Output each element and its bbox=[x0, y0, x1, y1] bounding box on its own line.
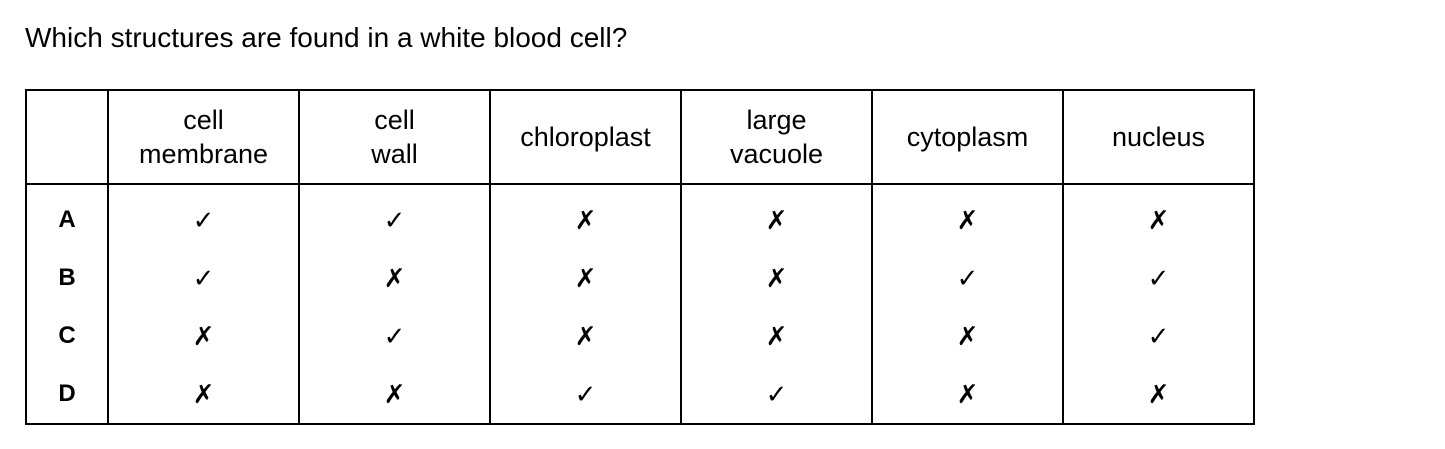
mark-glyph: ✗ bbox=[192, 380, 215, 410]
mark-glyph: ✓ bbox=[383, 322, 406, 352]
mark-glyph: ✗ bbox=[956, 380, 979, 410]
table-cell: ✓ bbox=[1062, 307, 1255, 365]
mark-glyph: ✗ bbox=[765, 206, 788, 236]
column-header-cytoplasm: cytoplasm bbox=[871, 89, 1064, 185]
mark-glyph: ✓ bbox=[1147, 322, 1170, 352]
table-cell: ✗ bbox=[107, 307, 300, 365]
mark-glyph: ✗ bbox=[574, 206, 597, 236]
option-row-b: B ✓ ✗ ✗ ✗ ✓ ✓ bbox=[25, 249, 1255, 307]
table-cell: ✗ bbox=[107, 365, 300, 425]
mark-glyph: ✓ bbox=[956, 264, 979, 294]
table-cell: ✓ bbox=[107, 249, 300, 307]
table-cell: ✓ bbox=[107, 184, 300, 249]
table-cell: ✗ bbox=[871, 184, 1064, 249]
mark-glyph: ✗ bbox=[1147, 206, 1170, 236]
table-cell: ✓ bbox=[680, 365, 873, 425]
mark-glyph: ✓ bbox=[765, 380, 788, 410]
table-cell: ✓ bbox=[489, 365, 682, 425]
column-header-cell-membrane: cell membrane bbox=[107, 89, 300, 185]
option-row-a: A ✓ ✓ ✗ ✗ ✗ ✗ bbox=[25, 184, 1255, 249]
column-header-nucleus: nucleus bbox=[1062, 89, 1255, 185]
mark-glyph: ✗ bbox=[765, 264, 788, 294]
mark-glyph: ✗ bbox=[383, 264, 406, 294]
answer-options-table: cell membrane cell wall chloroplast larg… bbox=[25, 89, 1255, 425]
question-text: Which structures are found in a white bl… bbox=[25, 22, 628, 53]
mark-glyph: ✓ bbox=[383, 206, 406, 236]
header-row: cell membrane cell wall chloroplast larg… bbox=[25, 89, 1255, 185]
column-header-large-vacuole: large vacuole bbox=[680, 89, 873, 185]
table-cell: ✗ bbox=[489, 307, 682, 365]
table-cell: ✗ bbox=[298, 365, 491, 425]
mark-glyph: ✓ bbox=[192, 206, 215, 236]
option-key: A bbox=[25, 184, 109, 249]
table-cell: ✗ bbox=[298, 249, 491, 307]
column-header-cell-wall: cell wall bbox=[298, 89, 491, 185]
table-cell: ✓ bbox=[1062, 249, 1255, 307]
mark-glyph: ✗ bbox=[1147, 380, 1170, 410]
mark-glyph: ✗ bbox=[574, 264, 597, 294]
table-cell: ✗ bbox=[1062, 365, 1255, 425]
table-cell: ✗ bbox=[489, 184, 682, 249]
table-cell: ✗ bbox=[489, 249, 682, 307]
mark-glyph: ✓ bbox=[574, 380, 597, 410]
mark-glyph: ✗ bbox=[956, 206, 979, 236]
mark-glyph: ✗ bbox=[956, 322, 979, 352]
table-cell: ✗ bbox=[871, 365, 1064, 425]
table-cell: ✗ bbox=[680, 307, 873, 365]
table-cell: ✗ bbox=[680, 184, 873, 249]
option-key: D bbox=[25, 365, 109, 425]
mark-glyph: ✗ bbox=[574, 322, 597, 352]
mark-glyph: ✗ bbox=[383, 380, 406, 410]
option-key: C bbox=[25, 307, 109, 365]
option-key: B bbox=[25, 249, 109, 307]
mark-glyph: ✗ bbox=[765, 322, 788, 352]
option-row-d: D ✗ ✗ ✓ ✓ ✗ ✗ bbox=[25, 365, 1255, 425]
table-cell: ✗ bbox=[680, 249, 873, 307]
column-header-chloroplast: chloroplast bbox=[489, 89, 682, 185]
mark-glyph: ✓ bbox=[1147, 264, 1170, 294]
table-cell: ✗ bbox=[1062, 184, 1255, 249]
mark-glyph: ✓ bbox=[192, 264, 215, 294]
option-row-c: C ✗ ✓ ✗ ✗ ✗ ✓ bbox=[25, 307, 1255, 365]
table-cell: ✗ bbox=[871, 307, 1064, 365]
table-cell: ✓ bbox=[871, 249, 1064, 307]
mark-glyph: ✗ bbox=[192, 322, 215, 352]
corner-cell bbox=[25, 89, 109, 185]
table-cell: ✓ bbox=[298, 184, 491, 249]
table-cell: ✓ bbox=[298, 307, 491, 365]
